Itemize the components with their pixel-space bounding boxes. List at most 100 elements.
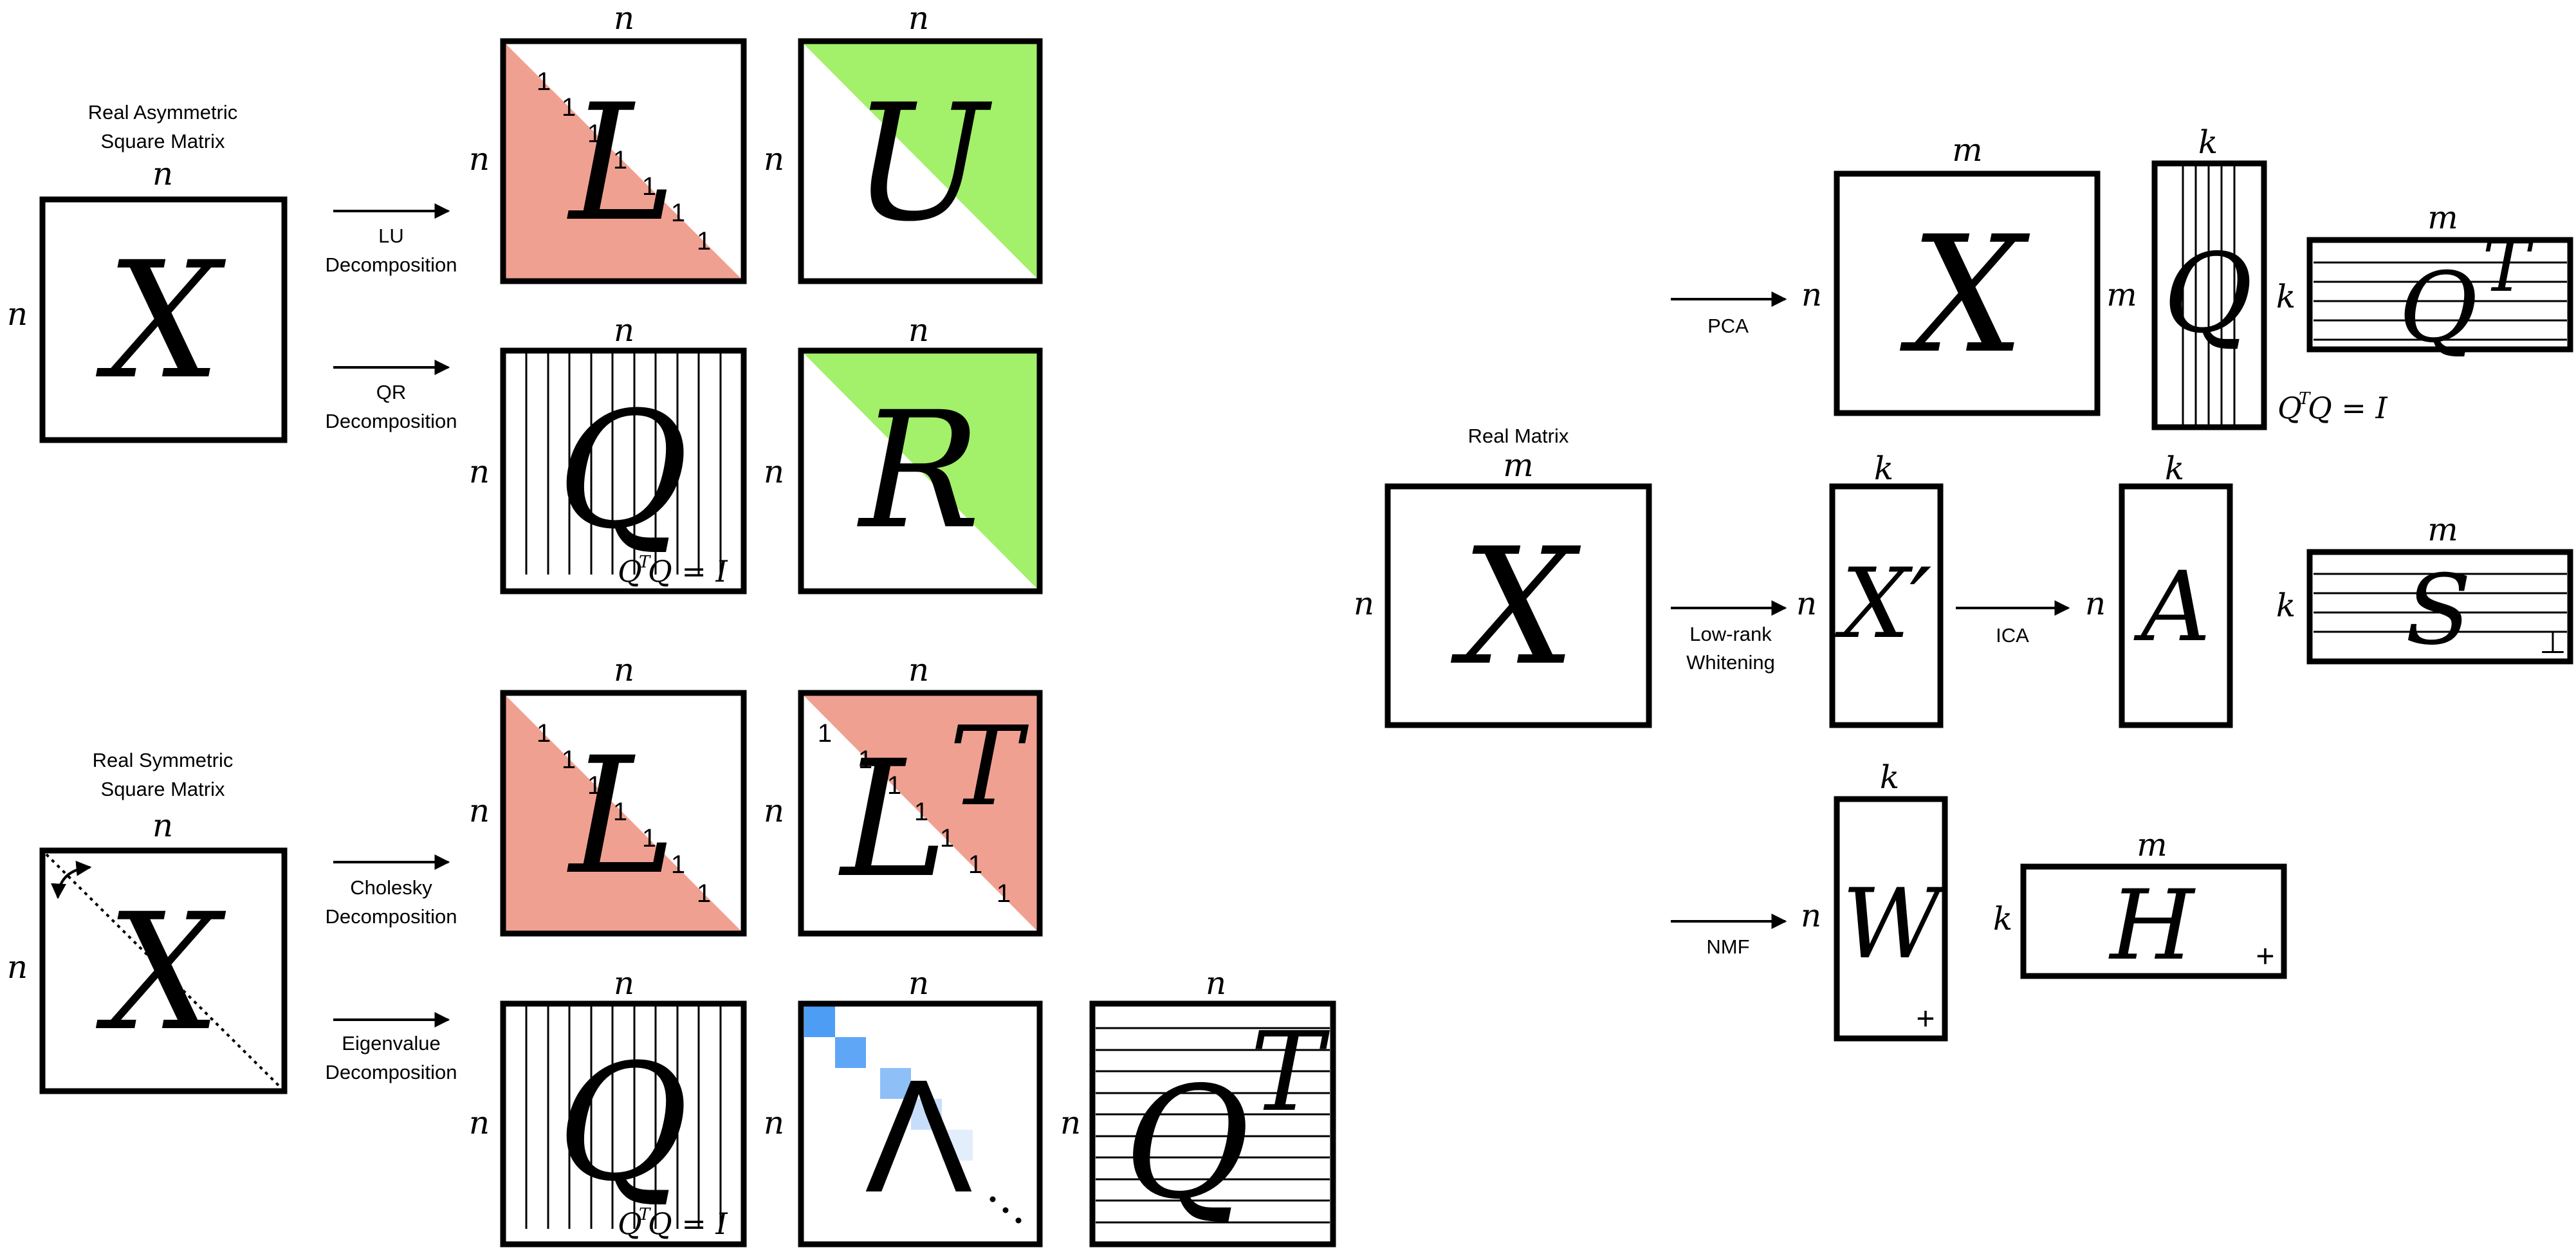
lu-l-dim-left: n (469, 140, 490, 178)
eig-qt-row-lines (1096, 1027, 1330, 1224)
eigen-label-line2: Decomposition (325, 1061, 457, 1083)
xprime-matrix (1829, 483, 1944, 728)
ortho-eq: Q = I (648, 1206, 728, 1241)
eig-q-dim-top: n (614, 964, 634, 1002)
sym-x-symbol: X (95, 879, 226, 1066)
diag-one: 1 (671, 199, 685, 227)
diag-one: 1 (697, 879, 711, 908)
lu-u-matrix (798, 38, 1043, 284)
real-x-dim-left: n (1354, 585, 1374, 622)
nonnegative-plus-h: + (2256, 938, 2274, 974)
eig-qt-matrix (1089, 1000, 1336, 1247)
eigenvalue-diagonal-blocks (804, 1006, 973, 1161)
sym-x-dim-top: n (152, 807, 173, 844)
diag-one: 1 (587, 120, 602, 148)
chol-l-dim-top: n (614, 651, 634, 688)
pca-q-matrix (2151, 160, 2267, 430)
ica-s-row-lines (2314, 573, 2567, 633)
nmf-w-dim-top: k (1880, 759, 1899, 796)
diag-one: 1 (562, 746, 576, 774)
diag-one: 1 (940, 824, 954, 852)
diag-one: 1 (587, 771, 602, 800)
diag-one: 1 (697, 227, 711, 255)
diag-one: 1 (858, 746, 872, 774)
ica-label: ICA (1996, 624, 2029, 647)
asym-x-symbol: X (95, 227, 226, 414)
sym-title-line2: Square Matrix (101, 778, 225, 800)
chol-lt-diagonal-ones: 1 1 1 1 1 1 1 (818, 719, 1011, 908)
lu-label-line1: LU (378, 225, 404, 247)
asym-title-line2: Square Matrix (101, 130, 225, 152)
ortho-t: T (2299, 389, 2311, 409)
lu-l-dim-top: n (614, 0, 634, 37)
real-matrix-title: Real Matrix (1468, 425, 1569, 447)
eig-lambda-dim-left: n (764, 1104, 784, 1141)
sym-x-dim-left: n (7, 948, 28, 986)
ica-s-symbol: S (2406, 555, 2472, 667)
eig-q-dim-left: n (469, 1104, 490, 1141)
ortho-eq: Q = I (648, 554, 728, 589)
lu-l-matrix (500, 38, 747, 284)
lu-u-dim-left: n (764, 140, 784, 178)
diag-one: 1 (642, 172, 656, 201)
pca-q-dim-left: m (2106, 276, 2137, 313)
pca-qt-dim-left: k (2276, 278, 2295, 315)
ortho-t: T (639, 553, 651, 572)
lu-l-diagonal-ones: 1 1 1 1 1 1 1 (537, 68, 711, 255)
lu-label-line2: Decomposition (325, 253, 457, 276)
asym-x-dim-left: n (7, 295, 28, 333)
pca-qt-matrix (2306, 237, 2573, 353)
pca-qt-symbol: Q (2399, 252, 2478, 364)
qr-r-dim-left: n (764, 453, 784, 490)
ica-a-matrix (2119, 483, 2233, 728)
chol-l-symbol: L (567, 723, 676, 910)
lu-u-upper-fill (801, 41, 1040, 281)
diag-one: 1 (613, 146, 627, 174)
chol-lt-symbol: L (838, 726, 948, 913)
eig-qt-dim-top: n (1206, 964, 1226, 1002)
qr-q-column-lines (525, 351, 722, 575)
lu-l-symbol: L (567, 69, 676, 257)
qr-label-line1: QR (376, 381, 407, 403)
diag-one: 1 (642, 824, 656, 852)
chol-l-lower-fill (503, 693, 744, 934)
xprime-symbol: X′ (1835, 548, 1932, 660)
diag-one: 1 (887, 771, 901, 800)
lu-u-symbol: U (852, 69, 993, 257)
pca-x-symbol: X (1899, 201, 2030, 389)
whitening-label-line1: Low-rank (1689, 623, 1772, 645)
pca-x-dim-top: m (1952, 131, 1982, 169)
qr-label-line2: Decomposition (325, 410, 457, 432)
chol-l-diagonal-ones: 1 1 1 1 1 1 1 (537, 719, 711, 908)
nmf-h-matrix (2020, 863, 2287, 979)
eig-qt-symbol: Q (1124, 1053, 1251, 1233)
nmf-w-matrix (1834, 796, 1948, 1042)
qr-q-dim-top: n (614, 311, 634, 349)
chol-lt-upper-fill (801, 693, 1040, 934)
cholesky-label-line1: Cholesky (350, 876, 432, 899)
lu-u-dim-top: n (908, 0, 929, 37)
chol-lt-dim-top: n (908, 651, 929, 688)
cholesky-label-line2: Decomposition (325, 905, 457, 928)
eig-q-column-lines (525, 1004, 722, 1229)
qr-q-matrix (500, 347, 747, 594)
ica-a-dim-top: k (2165, 450, 2184, 487)
lu-l-lower-fill (503, 41, 744, 281)
eig-lambda-ellipsis (989, 1196, 1022, 1224)
xprime-dim-top: k (1874, 450, 1893, 487)
pca-qt-superscript: T (2482, 225, 2534, 308)
real-x-symbol: X (1450, 513, 1581, 701)
nmf-h-dim-left: k (1993, 900, 2012, 937)
eig-lambda-matrix (798, 1000, 1043, 1247)
pca-orthogonality-note: Q T Q = I (2277, 389, 2387, 425)
pca-x-matrix (1834, 170, 2101, 416)
ortho-t: T (639, 1205, 651, 1224)
eig-qt-dim-left: n (1060, 1104, 1081, 1141)
eig-orthogonality-note: Q T Q = I (618, 1205, 728, 1241)
ortho-q: Q (2277, 391, 2302, 425)
ica-s-dim-left: k (2276, 587, 2295, 624)
independence-symbol: ⊥ (2539, 626, 2566, 660)
sym-title-line1: Real Symmetric (93, 749, 234, 771)
qr-r-upper-fill (801, 351, 1040, 591)
